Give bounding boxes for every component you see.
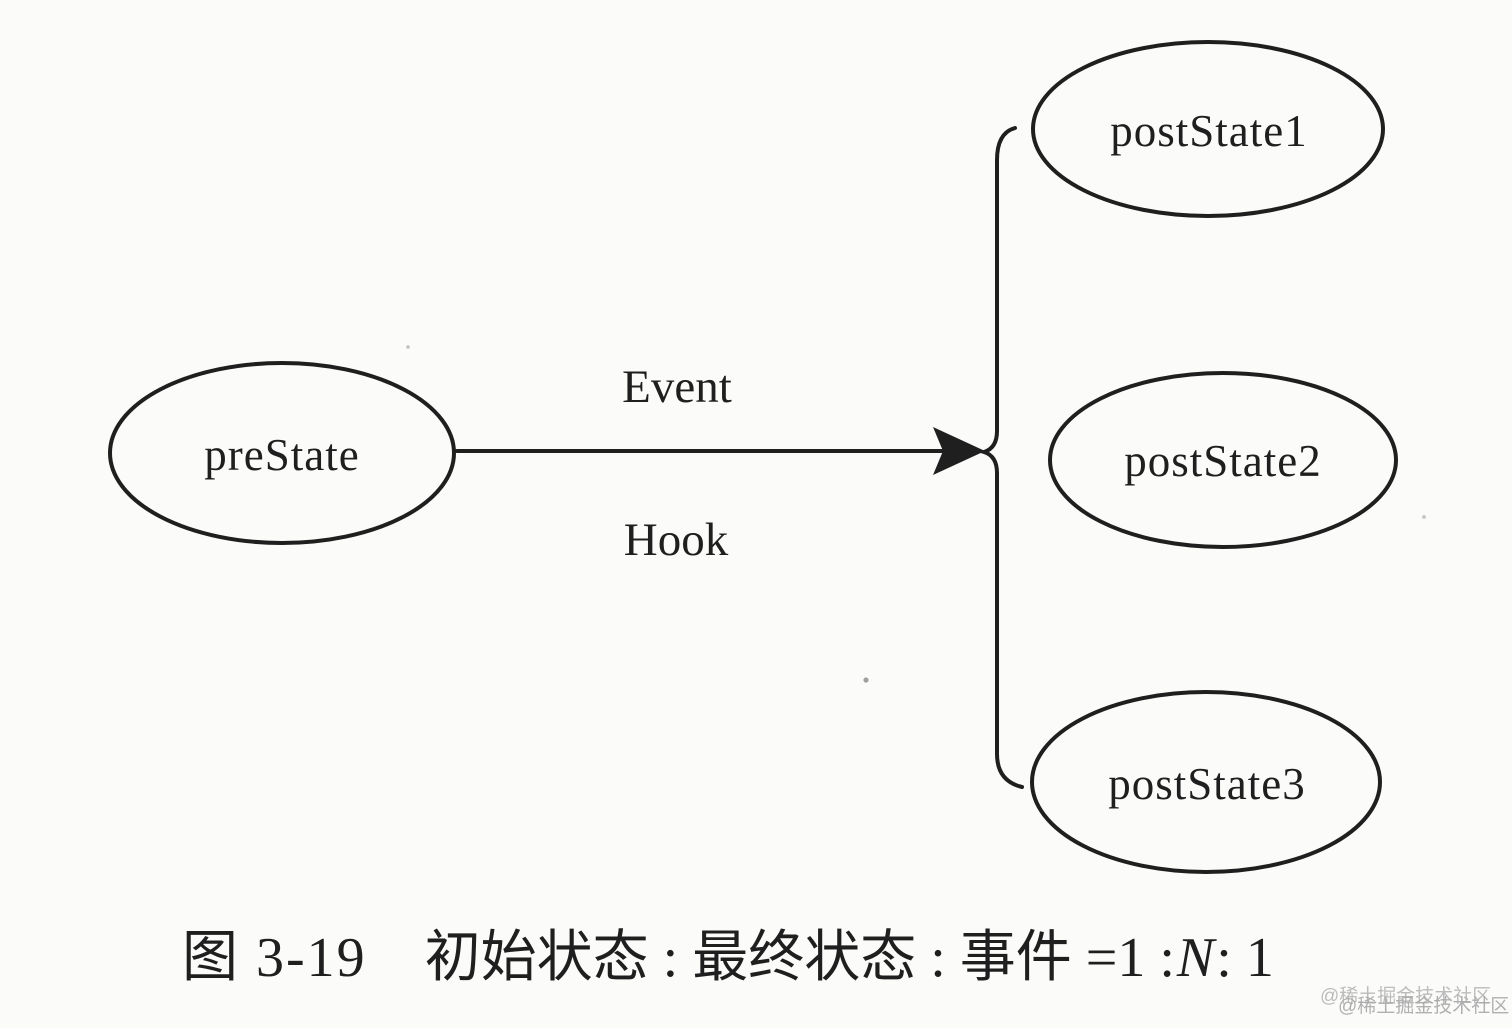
poststate1-label: postState1 [1110,106,1308,156]
event-edge-label: Event [622,361,732,413]
scan-speck [406,345,410,349]
caption-text-after: : 1 [1216,927,1274,989]
watermark-text-duplicate: @稀土掘金技术社区 [1338,996,1510,1017]
poststate2-label: postState2 [1124,436,1322,486]
figure-number: 图 3-19 [182,927,367,989]
poststate2-ellipse [1048,371,1398,549]
transition-arrowhead-icon [933,427,985,475]
hook-edge-label: Hook [623,514,729,566]
poststate3-ellipse [1030,690,1382,874]
caption-variable-n: N [1176,927,1215,989]
poststate1-ellipse [1031,40,1385,218]
prestate-label: preState [204,430,360,480]
scan-speck [863,677,869,683]
figure-caption: 图 3-19 初始状态 : 最终状态 : 事件 =1 : N : 1 [182,912,1274,993]
poststate3-label: postState3 [1108,759,1306,809]
fanout-bracket [977,126,1024,789]
scan-speck [1422,515,1426,519]
watermark-text: @稀土掘金技术社区 [1320,986,1492,1007]
caption-text-before: 初始状态 : 最终状态 : 事件 =1 : [424,927,1175,989]
prestate-ellipse [108,361,456,545]
